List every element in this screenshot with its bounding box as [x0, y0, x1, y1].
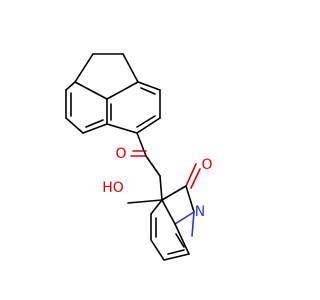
- bond: [122, 53, 139, 83]
- bond: [150, 239, 165, 261]
- bond: [161, 199, 176, 225]
- molecule-diagram: O HO O N: [65, 53, 213, 261]
- structure-svg: O HO O N: [65, 53, 213, 261]
- bond: [127, 199, 163, 204]
- bond: [136, 117, 161, 134]
- bond: [106, 123, 138, 134]
- bond: [82, 123, 108, 134]
- bond: [74, 81, 108, 100]
- lactam-oxygen-label: O: [201, 157, 212, 173]
- bond: [65, 117, 84, 134]
- bond: [161, 185, 187, 201]
- bond: [167, 249, 185, 255]
- bond: [136, 132, 147, 157]
- bond: [174, 223, 190, 255]
- bond: [137, 81, 161, 91]
- bond: [185, 185, 195, 213]
- bond: [85, 119, 104, 128]
- bond: [145, 155, 161, 177]
- bond: [163, 253, 190, 261]
- bond: [191, 211, 195, 237]
- bond: [136, 115, 156, 128]
- bond: [190, 168, 201, 189]
- bond: [185, 163, 197, 187]
- bond: [175, 233, 185, 248]
- ketone-oxygen-label: O: [115, 146, 126, 162]
- bond: [74, 53, 94, 83]
- hydroxyl-label: HO: [102, 180, 124, 196]
- bond: [174, 211, 195, 225]
- bond: [159, 175, 163, 201]
- nitrogen-label: N: [195, 204, 205, 220]
- bond: [140, 87, 156, 95]
- bond: [150, 199, 163, 215]
- bond: [65, 81, 76, 91]
- bond: [106, 81, 139, 100]
